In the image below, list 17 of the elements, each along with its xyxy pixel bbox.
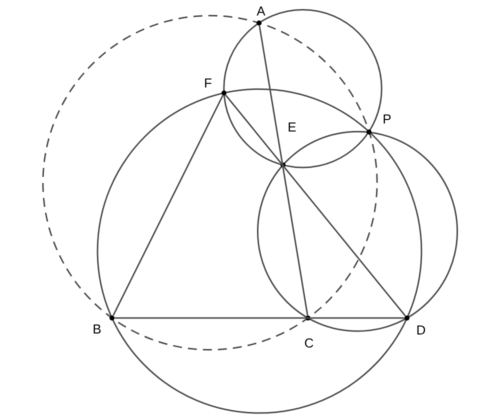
point: F <box>205 78 226 96</box>
node-label: D <box>417 326 426 334</box>
point: A <box>256 6 266 26</box>
point: P <box>366 114 391 134</box>
point: D <box>404 316 426 334</box>
node-label: E <box>288 122 296 132</box>
line-segment <box>112 95 224 316</box>
line-segment <box>114 317 404 319</box>
point: C <box>304 316 314 348</box>
point: E <box>280 122 296 168</box>
node-label: B <box>94 324 101 334</box>
line-segment <box>225 94 406 316</box>
node-label: C <box>304 338 314 348</box>
node-label: F <box>205 78 212 88</box>
point: B <box>94 316 114 334</box>
node-label: P <box>384 114 391 124</box>
node-label: A <box>256 6 266 16</box>
